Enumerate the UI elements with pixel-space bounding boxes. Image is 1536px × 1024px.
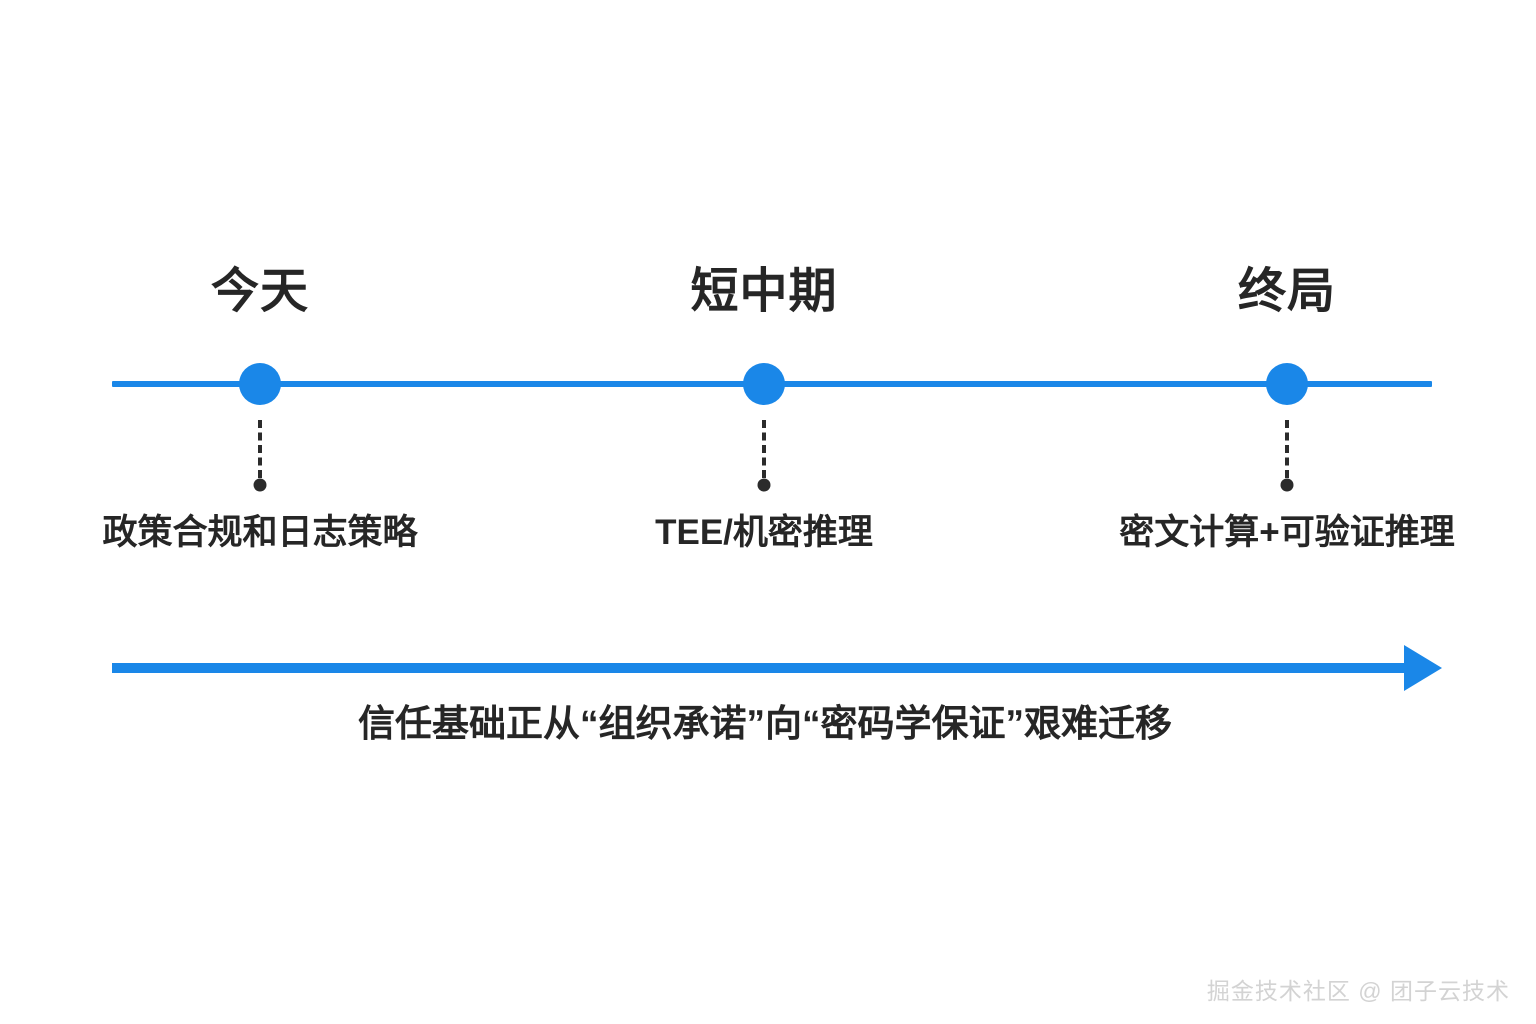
milestone-node-dot-icon[interactable] xyxy=(239,363,281,405)
milestone-label: 密文计算+可验证推理 xyxy=(1119,513,1455,552)
direction-arrow-head-icon xyxy=(1404,645,1442,691)
milestone-label: 政策合规和日志策略 xyxy=(102,513,418,552)
milestone-label: TEE/机密推理 xyxy=(655,513,873,552)
milestone-dashed-connector xyxy=(258,420,262,478)
milestone-connector-end-dot-icon xyxy=(1280,478,1294,492)
direction-arrow-shaft xyxy=(112,663,1412,673)
watermark-text: 掘金技术社区 @ 团子云技术 xyxy=(1206,978,1510,1004)
milestone-heading: 终局 xyxy=(1237,265,1337,318)
milestone-connector-end-dot-icon xyxy=(253,478,267,492)
milestone-connector-end-dot-icon xyxy=(757,478,771,492)
milestone-dashed-connector xyxy=(762,420,766,478)
milestone-node-dot-icon[interactable] xyxy=(1266,363,1308,405)
milestone-heading: 今天 xyxy=(210,265,310,318)
direction-arrow-caption: 信任基础正从“组织承诺”向“密码学保证”艰难迁移 xyxy=(358,703,1172,744)
milestone-heading: 短中期 xyxy=(690,265,838,318)
milestone-node-dot-icon[interactable] xyxy=(743,363,785,405)
milestone-dashed-connector xyxy=(1285,420,1289,478)
